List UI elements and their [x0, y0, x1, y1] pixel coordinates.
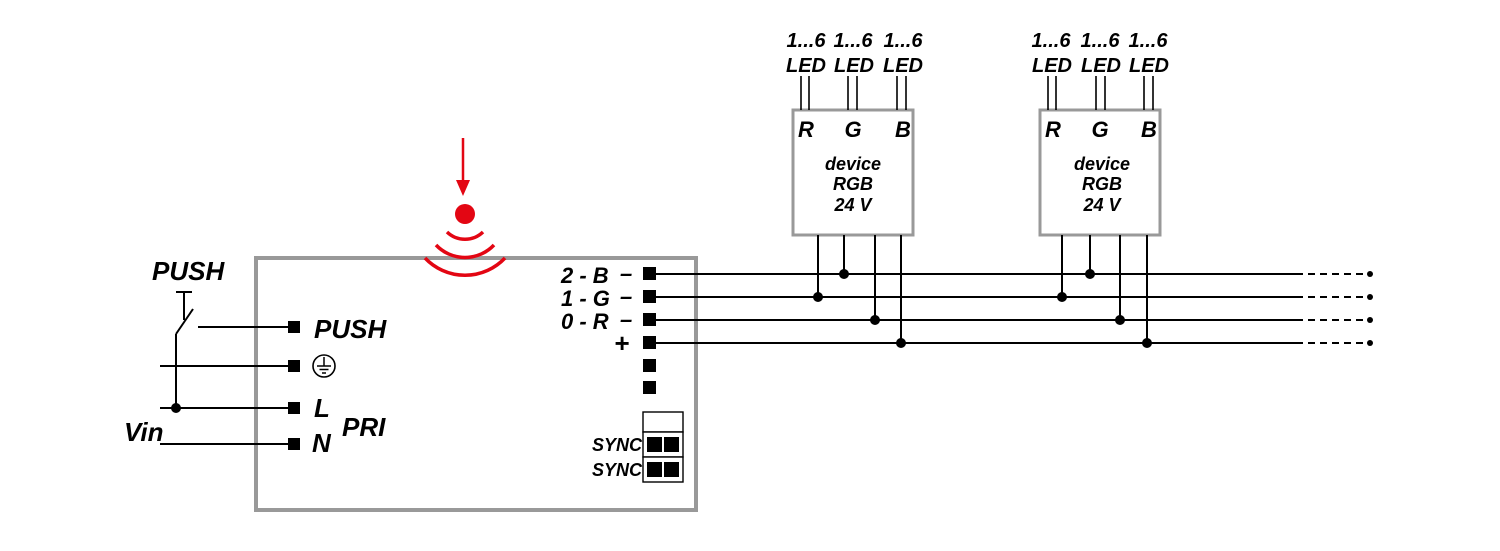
input-label-n: N	[312, 428, 332, 458]
sync-label-1: SYNC	[592, 435, 643, 455]
channel-r: R	[798, 117, 814, 142]
device-title: device	[825, 154, 881, 174]
input-label-push: PUSH	[314, 314, 387, 344]
led-label: LED	[1032, 55, 1072, 77]
output-terminals	[643, 267, 656, 394]
polarity-b: –	[620, 261, 632, 286]
output-label-b: 2 - B	[560, 263, 609, 288]
controller-box	[254, 256, 698, 512]
led-count: 1...6	[1129, 30, 1169, 52]
led-count: 1...6	[884, 30, 924, 52]
rgb-device-1	[791, 76, 915, 348]
terminal-ground	[288, 360, 300, 372]
terminal-l	[288, 402, 300, 414]
led-count: 1...6	[834, 30, 874, 52]
sync-connector	[642, 411, 684, 483]
push-switch-label: PUSH	[152, 256, 225, 286]
channel-g: G	[1091, 117, 1108, 142]
led-label: LED	[883, 55, 923, 77]
polarity-r: –	[620, 307, 632, 332]
terminal-n	[288, 438, 300, 450]
earth-ground-icon	[312, 354, 336, 378]
led-label: LED	[1129, 55, 1169, 77]
led-label: LED	[834, 55, 874, 77]
output-bus	[656, 271, 1373, 346]
input-label-l: L	[314, 393, 330, 423]
output-label-g: 1 - G	[561, 286, 610, 311]
led-count: 1...6	[1032, 30, 1072, 52]
channel-b: B	[895, 117, 911, 142]
wireless-signal-icon	[423, 138, 507, 277]
device-type: RGB	[1082, 174, 1122, 194]
terminal-push	[288, 321, 300, 333]
channel-g: G	[844, 117, 861, 142]
rgb-device-2	[1038, 76, 1162, 348]
pri-label: PRI	[342, 412, 386, 442]
input-wiring	[160, 291, 288, 445]
led-count: 1...6	[787, 30, 827, 52]
output-label-r: 0 - R	[561, 309, 609, 334]
sync-label-2: SYNC	[592, 460, 643, 480]
vin-label: Vin	[124, 417, 163, 447]
led-label: LED	[786, 55, 826, 77]
device-voltage: 24 V	[1082, 195, 1122, 215]
channel-r: R	[1045, 117, 1061, 142]
polarity-plus: +	[614, 328, 629, 358]
channel-b: B	[1141, 117, 1157, 142]
device-title: device	[1074, 154, 1130, 174]
polarity-g: –	[620, 284, 632, 309]
device-type: RGB	[833, 174, 873, 194]
led-count: 1...6	[1081, 30, 1121, 52]
device-voltage: 24 V	[833, 195, 873, 215]
led-label: LED	[1081, 55, 1121, 77]
